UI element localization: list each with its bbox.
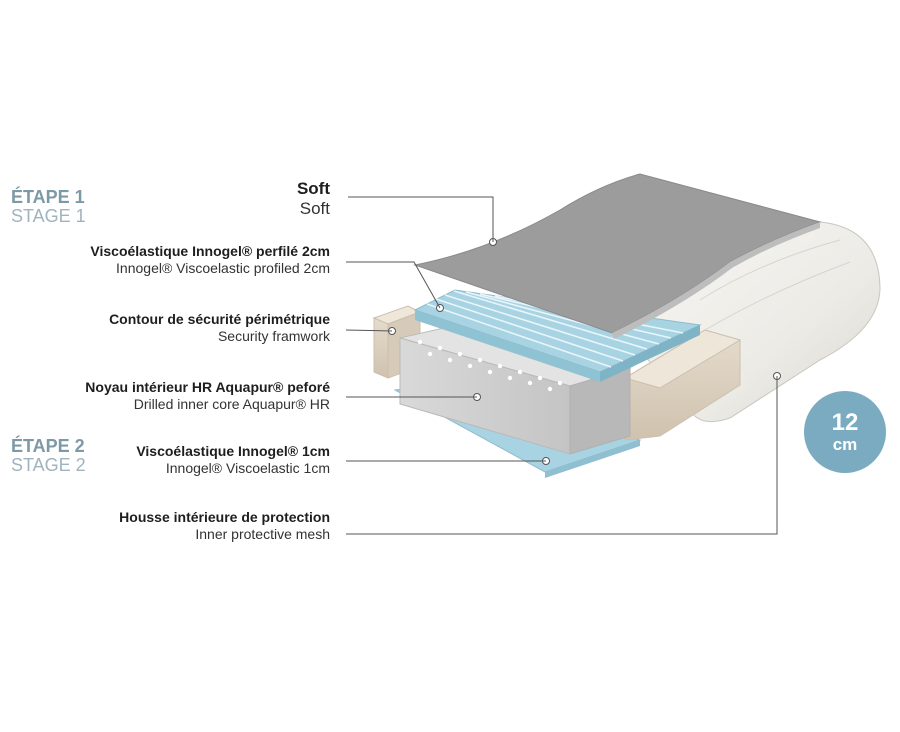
thickness-value: 12 (831, 409, 859, 436)
layer-soft-fr: Soft (296, 179, 330, 198)
stage-1-title-fr: ÉTAPE 1 (11, 187, 85, 207)
soft-top-layer (413, 173, 822, 339)
viscoelastic-profiled-layer (413, 289, 702, 382)
leader-line-soft (348, 196, 494, 242)
stage-2-heading: ÉTAPE 2 STAGE 2 (11, 437, 86, 475)
stage-1-title-en: STAGE 1 (11, 205, 86, 226)
stage-2-title-fr: ÉTAPE 2 (11, 436, 85, 456)
leader-line-profiled (346, 261, 441, 309)
layer-viscoelastic-profiled-fr: Viscoélastique Innogel® perfilé 2cm (90, 243, 330, 259)
layer-protective-mesh-en: Inner protective mesh (195, 525, 330, 542)
layer-label-protective-mesh: Housse intérieure de protection Inner pr… (119, 509, 330, 543)
layer-label-viscoelastic-profiled: Viscoélastique Innogel® perfilé 2cm Inno… (90, 243, 330, 277)
layer-security-frame-fr: Contour de sécurité périmétrique (109, 311, 330, 327)
layer-label-inner-core: Noyau intérieur HR Aquapur® peforé Drill… (85, 379, 330, 413)
layer-security-frame-en: Security framwork (217, 327, 330, 344)
leader-line-mesh (346, 376, 778, 535)
layer-inner-core-fr: Noyau intérieur HR Aquapur® peforé (85, 379, 330, 395)
core-perforation-holes (417, 339, 563, 392)
layer-inner-core-en: Drilled inner core Aquapur® HR (133, 395, 330, 412)
layer-label-soft: Soft Soft (297, 179, 330, 220)
layer-viscoelastic-1cm-en: Innogel® Viscoelastic 1cm (165, 459, 330, 476)
layer-soft-en: Soft (299, 199, 330, 219)
thickness-badge: 12 cm (804, 391, 886, 473)
layer-label-security-frame: Contour de sécurité périmétrique Securit… (109, 311, 330, 345)
layer-viscoelastic-1cm-fr: Viscoélastique Innogel® 1cm (136, 443, 330, 459)
stage-1-heading: ÉTAPE 1 STAGE 1 (11, 188, 86, 226)
leader-lines (345, 196, 778, 535)
leader-line-frame (345, 329, 393, 332)
stage-2-title-en: STAGE 2 (11, 454, 86, 475)
layer-viscoelastic-profiled-en: Innogel® Viscoelastic profiled 2cm (116, 259, 330, 276)
thickness-unit: cm (832, 435, 858, 454)
layer-protective-mesh-fr: Housse intérieure de protection (119, 509, 330, 525)
layer-label-viscoelastic-1cm: Viscoélastique Innogel® 1cm Innogel® Vis… (136, 443, 330, 477)
